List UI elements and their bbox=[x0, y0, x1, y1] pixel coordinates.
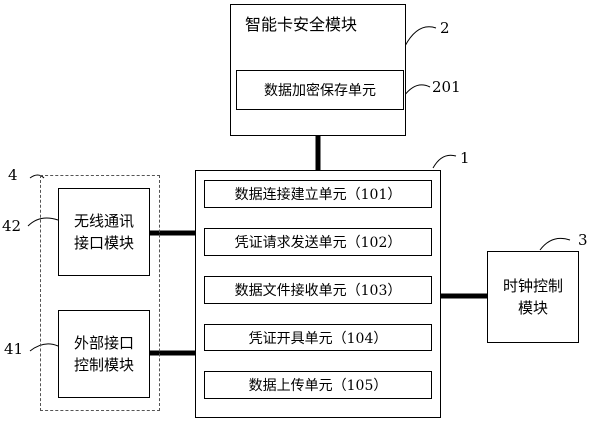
data-encryption-storage-unit: 数据加密保存单元 bbox=[236, 70, 404, 110]
ref-41: 41 bbox=[4, 340, 24, 358]
unit-105: 数据上传单元（105） bbox=[204, 371, 432, 399]
ref-3: 3 bbox=[578, 231, 588, 249]
unit-104-label: 凭证开具单元（104） bbox=[248, 330, 388, 347]
leader-lines bbox=[27, 26, 571, 352]
leader-201 bbox=[403, 84, 431, 97]
external-interface-control-module: 外部接口 控制模块 bbox=[58, 310, 150, 398]
leader-4 bbox=[29, 174, 45, 179]
data-encryption-storage-unit-label: 数据加密保存单元 bbox=[264, 83, 376, 99]
ref-2: 2 bbox=[440, 19, 450, 37]
leader-41 bbox=[29, 343, 59, 352]
ref-4: 4 bbox=[8, 166, 18, 184]
unit-101: 数据连接建立单元（101） bbox=[204, 180, 432, 208]
leader-2 bbox=[404, 26, 437, 47]
wireless-interface-module: 无线通讯 接口模块 bbox=[58, 188, 150, 276]
external-line1: 外部接口 bbox=[73, 333, 134, 352]
leader-42 bbox=[27, 217, 59, 227]
unit-103: 数据文件接收单元（103） bbox=[204, 276, 432, 304]
wireless-line1: 无线通讯 bbox=[73, 211, 134, 230]
unit-103-label: 数据文件接收单元（103） bbox=[234, 283, 402, 299]
interface-group bbox=[40, 175, 160, 411]
clock-line2: 模块 bbox=[517, 299, 548, 317]
unit-102: 凭证请求发送单元（102） bbox=[204, 228, 432, 256]
leader-3 bbox=[539, 237, 571, 251]
clock-line1: 时钟控制 bbox=[502, 276, 563, 295]
unit-101-label: 数据连接建立单元（101） bbox=[234, 187, 402, 203]
unit-104: 凭证开具单元（104） bbox=[204, 324, 432, 351]
smart-card-module-title: 智能卡安全模块 bbox=[245, 15, 358, 34]
leader-1 bbox=[432, 154, 457, 169]
wireless-line2: 接口模块 bbox=[73, 234, 134, 252]
ref-1: 1 bbox=[460, 149, 470, 167]
ref-42: 42 bbox=[2, 217, 22, 235]
clock-control-module: 时钟控制 模块 bbox=[487, 251, 579, 343]
external-line2: 控制模块 bbox=[73, 356, 134, 374]
unit-102-label: 凭证请求发送单元（102） bbox=[234, 235, 402, 251]
unit-105-label: 数据上传单元（105） bbox=[248, 378, 388, 394]
ref-201: 201 bbox=[432, 78, 461, 96]
